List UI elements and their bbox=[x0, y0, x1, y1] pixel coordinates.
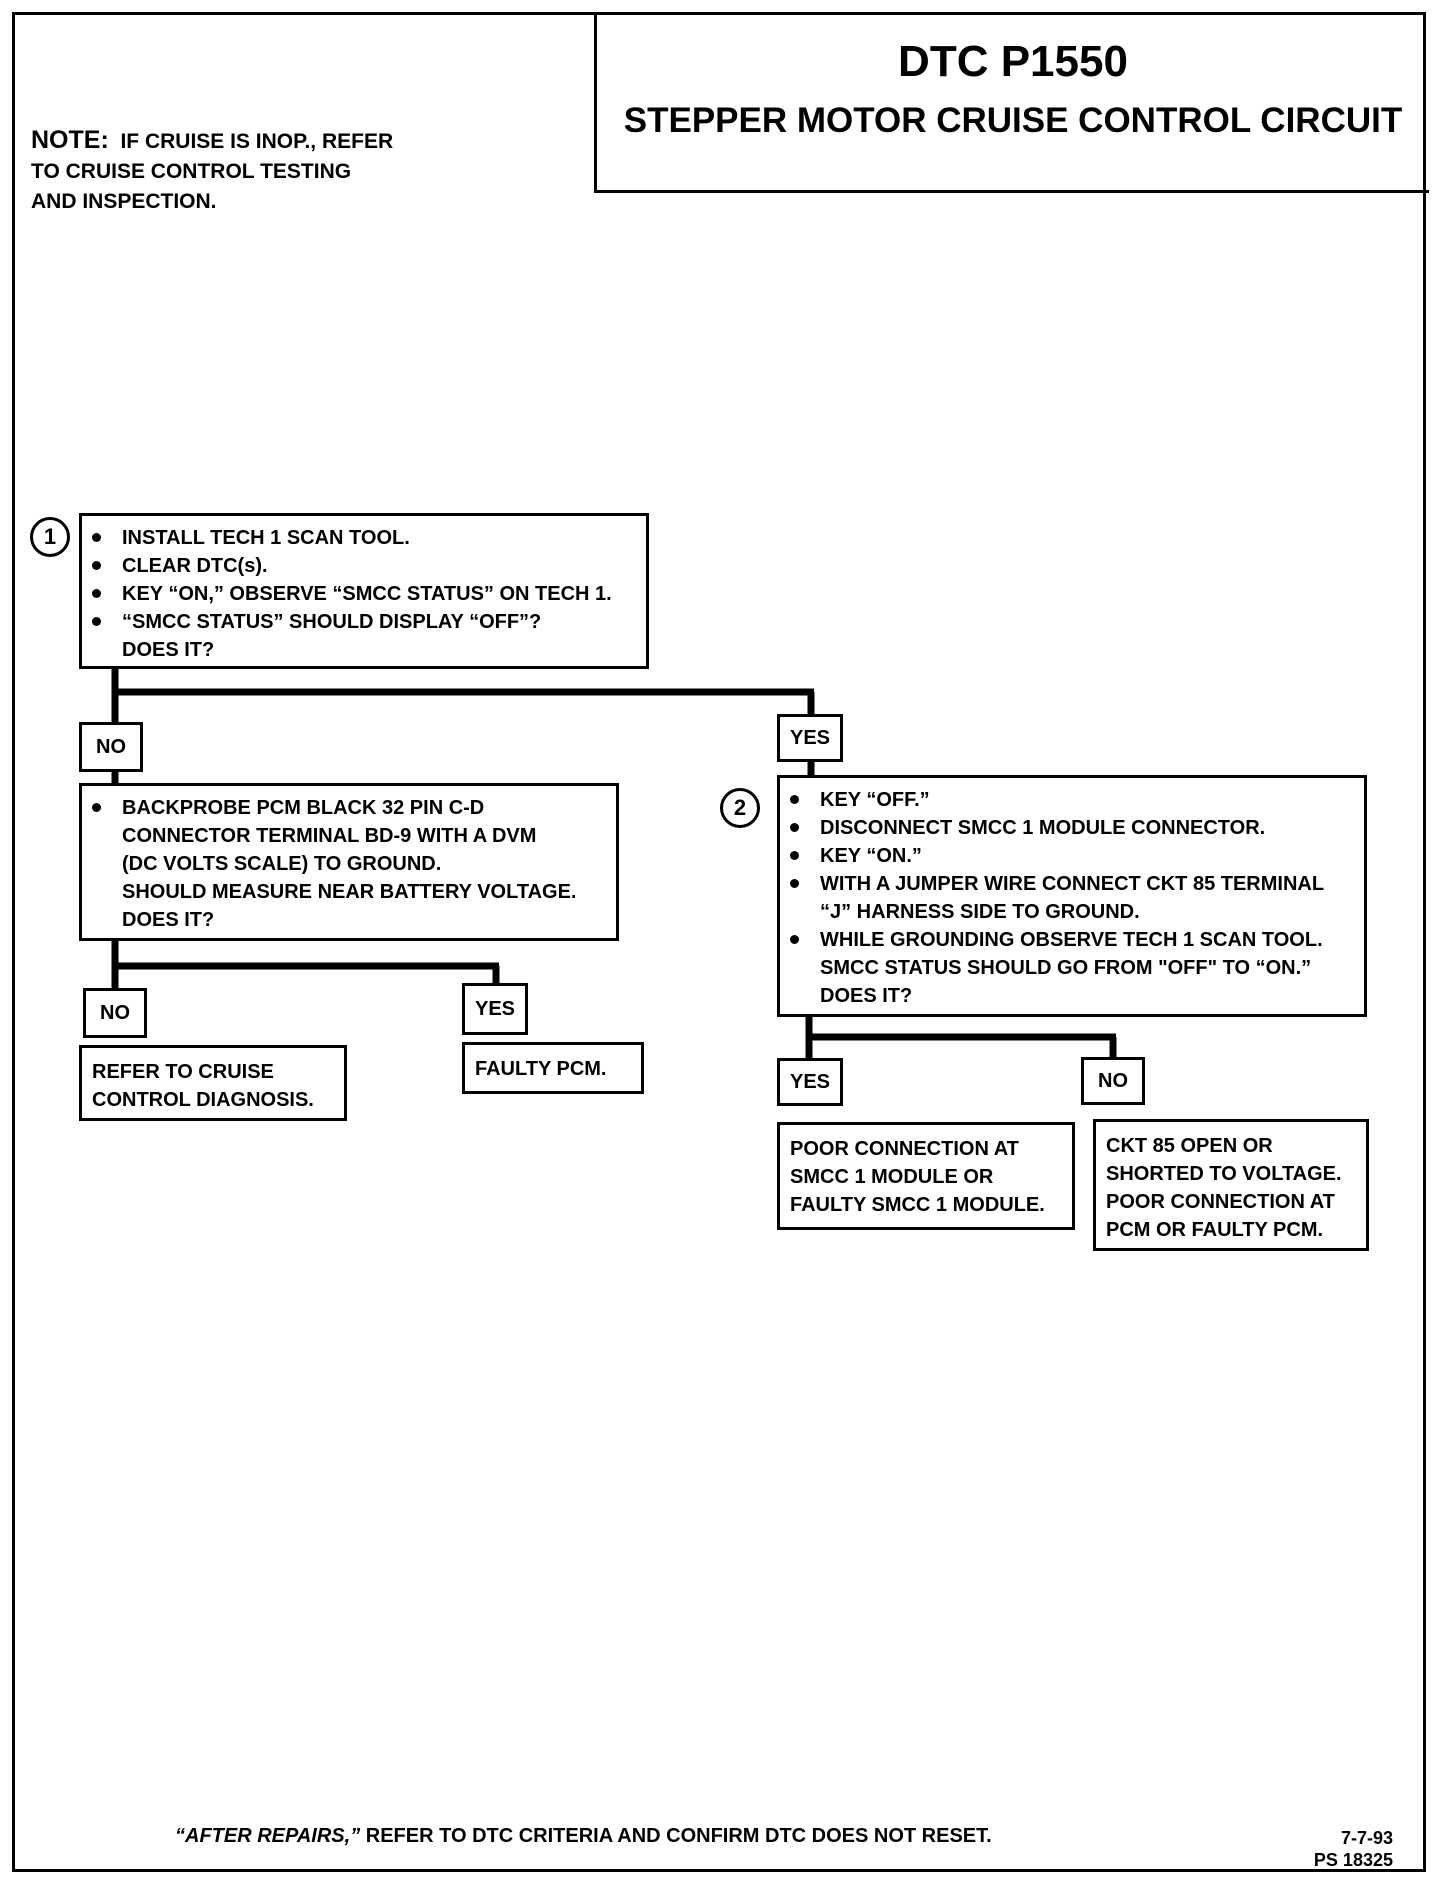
step-2-item-continued: “J” HARNESS SIDE TO GROUND. bbox=[820, 901, 1140, 923]
result-line: REFER TO CRUISE bbox=[92, 1061, 274, 1083]
document-code: 7-7-93 PS 18325 bbox=[1314, 1827, 1393, 1871]
step-2-marker: 2 bbox=[720, 788, 760, 828]
no-label: NO bbox=[1081, 1057, 1145, 1105]
step-1-question: DOES IT? bbox=[122, 639, 215, 661]
step-1-item: KEY “ON,” OBSERVE “SMCC STATUS” ON TECH … bbox=[82, 580, 636, 608]
step-2-item: KEY “ON.” bbox=[780, 842, 1354, 870]
step-1-marker: 1 bbox=[30, 517, 70, 557]
yes-label: YES bbox=[462, 983, 528, 1035]
result-line: PCM OR FAULTY PCM. bbox=[1106, 1219, 1324, 1241]
step-1-box: INSTALL TECH 1 SCAN TOOL. CLEAR DTC(s). … bbox=[79, 513, 649, 669]
step-2-box: KEY “OFF.” DISCONNECT SMCC 1 MODULE CONN… bbox=[777, 775, 1367, 1017]
result-line: POOR CONNECTION AT bbox=[790, 1138, 1019, 1160]
yes-label: YES bbox=[777, 1058, 843, 1106]
step-2-item: KEY “OFF.” bbox=[780, 786, 1354, 814]
step-2-number: 2 bbox=[733, 795, 747, 820]
step-2-item: DISCONNECT SMCC 1 MODULE CONNECTOR. bbox=[780, 814, 1354, 842]
result-line: FAULTY SMCC 1 MODULE. bbox=[790, 1194, 1045, 1216]
note-block: NOTE: IF CRUISE IS INOP., REFER TO CRUIS… bbox=[31, 125, 451, 217]
result-line: SHORTED TO VOLTAGE. bbox=[1106, 1163, 1342, 1185]
document-date: 7-7-93 bbox=[1340, 1828, 1393, 1848]
step-1-item: INSTALL TECH 1 SCAN TOOL. bbox=[82, 524, 636, 552]
step-2-item-continued: SMCC STATUS SHOULD GO FROM "OFF" TO “ON.… bbox=[820, 957, 1312, 979]
backprobe-line: CONNECTOR TERMINAL BD-9 WITH A DVM bbox=[122, 825, 537, 847]
no-label: NO bbox=[79, 722, 143, 772]
no-label: NO bbox=[83, 988, 147, 1038]
note-label: NOTE: bbox=[31, 126, 109, 154]
note-line-2: TO CRUISE CONTROL TESTING bbox=[31, 160, 352, 183]
footer-note: “AFTER REPAIRS,” REFER TO DTC CRITERIA A… bbox=[175, 1825, 992, 1848]
step-2-question: DOES IT? bbox=[820, 985, 913, 1007]
flow-connectors bbox=[111, 666, 1117, 1060]
result-line: SMCC 1 MODULE OR bbox=[790, 1166, 994, 1188]
yes-label: YES bbox=[777, 714, 843, 762]
backprobe-line: BACKPROBE PCM BLACK 32 PIN C-D bbox=[82, 794, 606, 822]
footer-text: REFER TO DTC CRITERIA AND CONFIRM DTC DO… bbox=[360, 1825, 992, 1847]
step-2-item: WITH A JUMPER WIRE CONNECT CKT 85 TERMIN… bbox=[780, 870, 1354, 898]
document-ps-number: PS 18325 bbox=[1313, 1850, 1393, 1870]
page-subtitle: STEPPER MOTOR CRUISE CONTROL CIRCUIT bbox=[623, 101, 1403, 140]
backprobe-line: DOES IT? bbox=[122, 909, 215, 931]
result-line: CONTROL DIAGNOSIS. bbox=[92, 1089, 314, 1111]
result-line: POOR CONNECTION AT bbox=[1106, 1191, 1335, 1213]
result-poor-smcc-box: POOR CONNECTION AT SMCC 1 MODULE OR FAUL… bbox=[777, 1122, 1075, 1230]
result-refer-box: REFER TO CRUISE CONTROL DIAGNOSIS. bbox=[79, 1045, 347, 1121]
note-line-3: AND INSPECTION. bbox=[31, 190, 217, 213]
result-line: CKT 85 OPEN OR bbox=[1106, 1135, 1273, 1157]
title-block: DTC P1550 STEPPER MOTOR CRUISE CONTROL C… bbox=[594, 15, 1429, 193]
backprobe-line: SHOULD MEASURE NEAR BATTERY VOLTAGE. bbox=[122, 881, 577, 903]
after-repairs-label: “AFTER REPAIRS,” bbox=[175, 1825, 361, 1847]
result-ckt85-box: CKT 85 OPEN OR SHORTED TO VOLTAGE. POOR … bbox=[1093, 1119, 1369, 1251]
step-2-item: WHILE GROUNDING OBSERVE TECH 1 SCAN TOOL… bbox=[780, 926, 1354, 954]
step-1-item: “SMCC STATUS” SHOULD DISPLAY “OFF”? bbox=[82, 608, 636, 636]
step-1-number: 1 bbox=[43, 524, 57, 549]
backprobe-line: (DC VOLTS SCALE) TO GROUND. bbox=[122, 853, 442, 875]
note-line-1: IF CRUISE IS INOP., REFER bbox=[120, 130, 394, 153]
page-title: DTC P1550 bbox=[898, 37, 1128, 86]
backprobe-box: BACKPROBE PCM BLACK 32 PIN C-D CONNECTOR… bbox=[79, 783, 619, 941]
result-faulty-pcm-box: FAULTY PCM. bbox=[462, 1042, 644, 1094]
result-line: FAULTY PCM. bbox=[475, 1058, 607, 1080]
page-frame: DTC P1550 STEPPER MOTOR CRUISE CONTROL C… bbox=[12, 12, 1429, 1872]
step-1-item: CLEAR DTC(s). bbox=[82, 552, 636, 580]
